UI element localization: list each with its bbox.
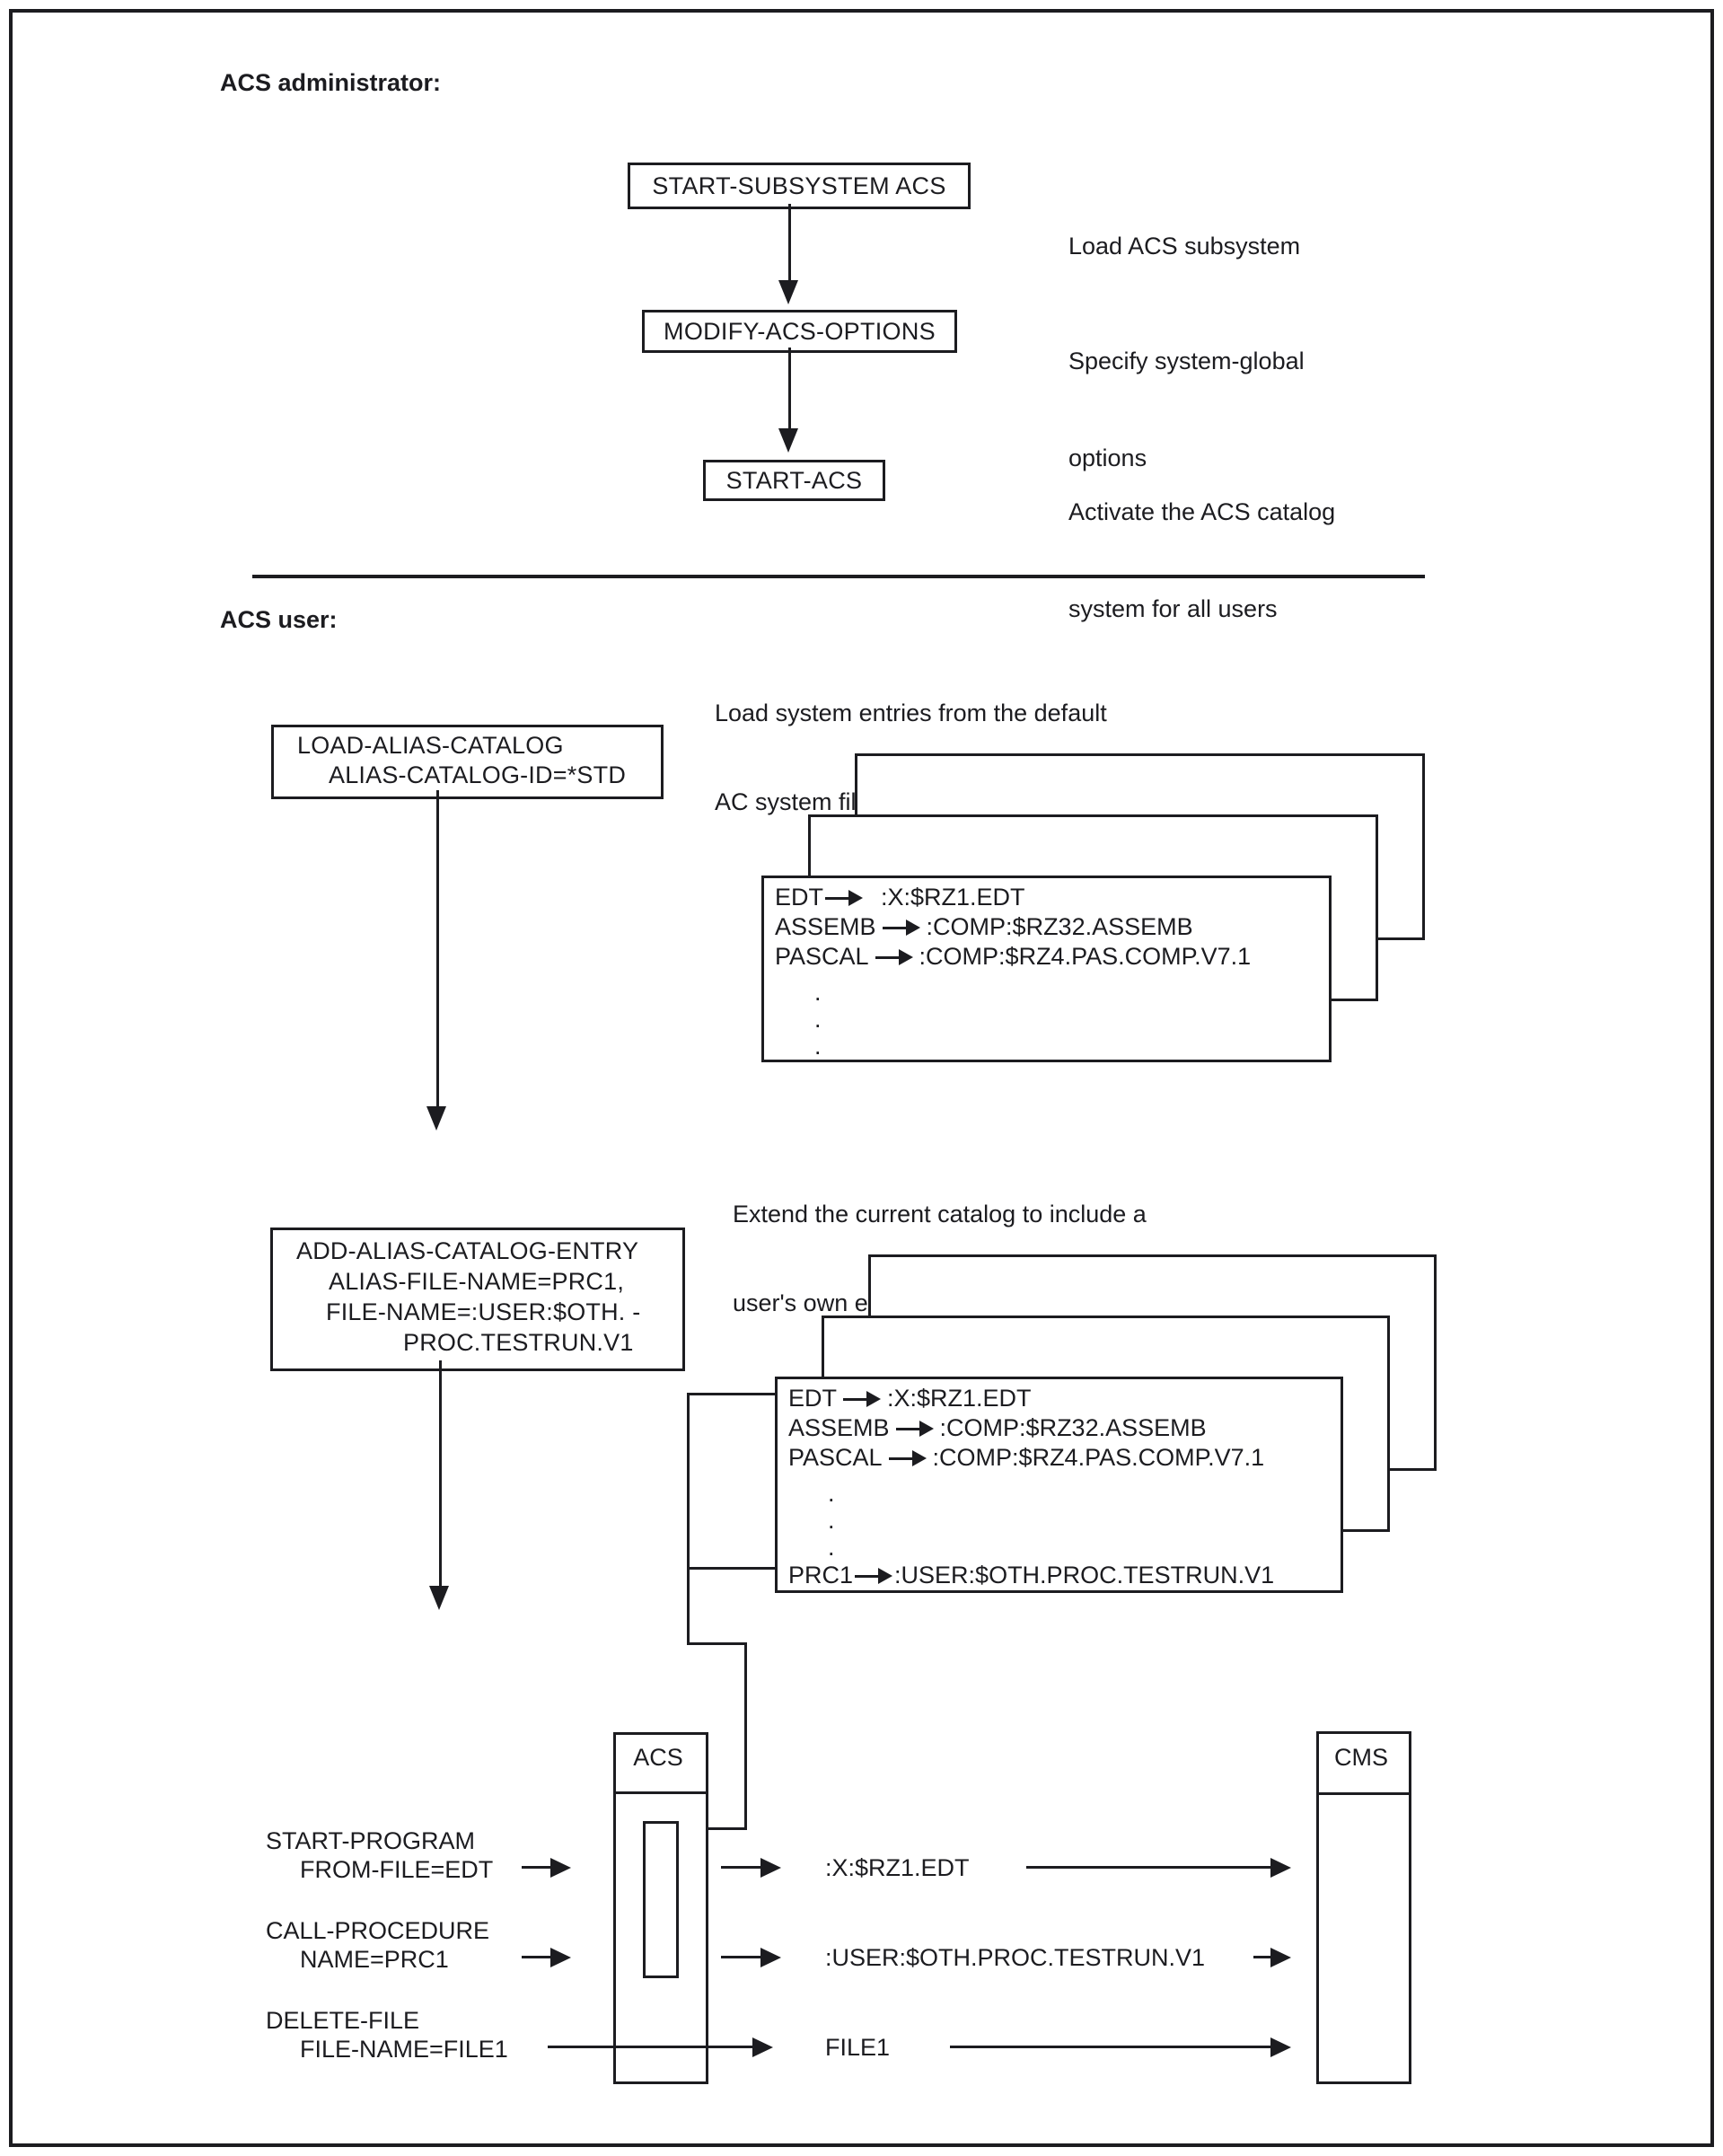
arrow-right-icon [1270, 1858, 1291, 1878]
arrow-right-icon [825, 888, 863, 908]
pass-through-line [548, 2046, 752, 2048]
start-subsystem-acs-box: START-SUBSYSTEM ACS [628, 163, 971, 209]
modify-acs-options-box: MODIFY-ACS-OPTIONS [642, 310, 957, 353]
acs-column-label: ACS [633, 1744, 683, 1771]
flow-connector [439, 1360, 442, 1586]
arrow-right-icon [888, 1448, 927, 1468]
arrow-right-icon [875, 947, 913, 967]
add-alias-catalog-entry-box: ADD-ALIAS-CATALOG-ENTRY ALIAS-FILE-NAME=… [270, 1228, 685, 1371]
catalog-to-acs-line [681, 1827, 747, 1830]
arrow-down-icon [426, 1106, 446, 1131]
arrow-right-icon [882, 918, 920, 937]
arrow-down-icon [778, 280, 798, 304]
arrow-down-icon [778, 428, 798, 453]
resolved-file: FILE1 [825, 2034, 891, 2061]
catalog-entry: ASSEMB:COMP:$RZ32.ASSEMB [775, 913, 1193, 940]
page-border [9, 9, 1714, 2147]
command-line: DELETE-FILE [266, 2007, 420, 2034]
command-line: START-PROGRAM [266, 1827, 476, 1854]
start-subsystem-acs-label: START-SUBSYSTEM ACS [652, 172, 946, 199]
command-line: FILE-NAME=FILE1 [300, 2036, 508, 2063]
catalog-bracket-jog [687, 1642, 747, 1645]
cms-column-label: CMS [1334, 1744, 1388, 1771]
ellipsis-dots: . . . [828, 1480, 835, 1561]
arrow-down-icon [429, 1586, 449, 1610]
catalog-entry: ASSEMB:COMP:$RZ32.ASSEMB [788, 1414, 1207, 1441]
arrow-line [1253, 1956, 1271, 1958]
arrow-right-icon [760, 1858, 781, 1878]
catalog-entry: PASCAL:COMP:$RZ4.PAS.COMP.V7.1 [775, 943, 1252, 970]
arrow-line [950, 2046, 1270, 2048]
user-heading: ACS user: [220, 606, 338, 633]
flow-connector [788, 348, 791, 428]
arrow-right-icon [550, 1948, 571, 1967]
arrow-line [522, 1956, 550, 1958]
extend-catalog-note: Extend the current catalog to include a … [733, 1201, 1147, 1316]
acs-header-divider [613, 1791, 708, 1794]
start-acs-box: START-ACS [703, 460, 885, 501]
default-catalog-card: EDT:X:$RZ1.EDT ASSEMB:COMP:$RZ32.ASSEMB … [761, 876, 1332, 1062]
resolved-file: :USER:$OTH.PROC.TESTRUN.V1 [825, 1944, 1206, 1971]
command-line: CALL-PROCEDURE [266, 1917, 490, 1944]
arrow-right-icon [1270, 1948, 1291, 1967]
flow-connector [788, 204, 791, 280]
annotation-load-acs: Load ACS subsystem [1068, 233, 1301, 260]
flow-connector [436, 790, 439, 1106]
arrow-right-icon [760, 1948, 781, 1967]
command-line: NAME=PRC1 [300, 1946, 449, 1973]
command-line: FROM-FILE=EDT [300, 1856, 494, 1883]
arrow-right-icon [855, 1566, 893, 1586]
arrow-right-icon [895, 1419, 934, 1439]
section-divider [252, 575, 1425, 578]
annotation-specify-options: Specify system-global options [1068, 348, 1305, 471]
catalog-entry: EDT:X:$RZ1.EDT [775, 884, 1025, 911]
loaded-catalog-rect [643, 1821, 679, 1978]
ellipsis-dots: . . . [814, 979, 822, 1060]
admin-heading: ACS administrator: [220, 69, 442, 96]
arrow-line [721, 1956, 760, 1958]
resolved-file: :X:$RZ1.EDT [825, 1854, 970, 1881]
arrow-line [1026, 1866, 1270, 1869]
catalog-bracket-stub [687, 1567, 775, 1570]
arrow-line [522, 1866, 550, 1869]
cms-column [1316, 1731, 1411, 2084]
catalog-entry-added: PRC1:USER:$OTH.PROC.TESTRUN.V1 [788, 1562, 1275, 1588]
arrow-right-icon [843, 1389, 881, 1409]
catalog-entry: EDT:X:$RZ1.EDT [788, 1385, 1032, 1412]
arrow-right-icon [752, 2037, 773, 2057]
catalog-bracket-stub [687, 1393, 775, 1395]
catalog-entry: PASCAL:COMP:$RZ4.PAS.COMP.V7.1 [788, 1444, 1265, 1471]
extended-catalog-card: EDT:X:$RZ1.EDT ASSEMB:COMP:$RZ32.ASSEMB … [775, 1377, 1343, 1593]
arrow-right-icon [1270, 2037, 1291, 2057]
annotation-activate-acs: Activate the ACS catalog system for all … [1068, 498, 1336, 622]
start-acs-label: START-ACS [725, 466, 863, 494]
catalog-to-acs-line [744, 1642, 747, 1830]
catalog-bracket-line [687, 1393, 690, 1645]
load-alias-catalog-box: LOAD-ALIAS-CATALOG ALIAS-CATALOG-ID=*STD [271, 725, 664, 799]
arrow-line [721, 1866, 760, 1869]
cms-header-divider [1316, 1792, 1411, 1795]
modify-acs-options-label: MODIFY-ACS-OPTIONS [664, 317, 936, 345]
arrow-right-icon [550, 1858, 571, 1878]
